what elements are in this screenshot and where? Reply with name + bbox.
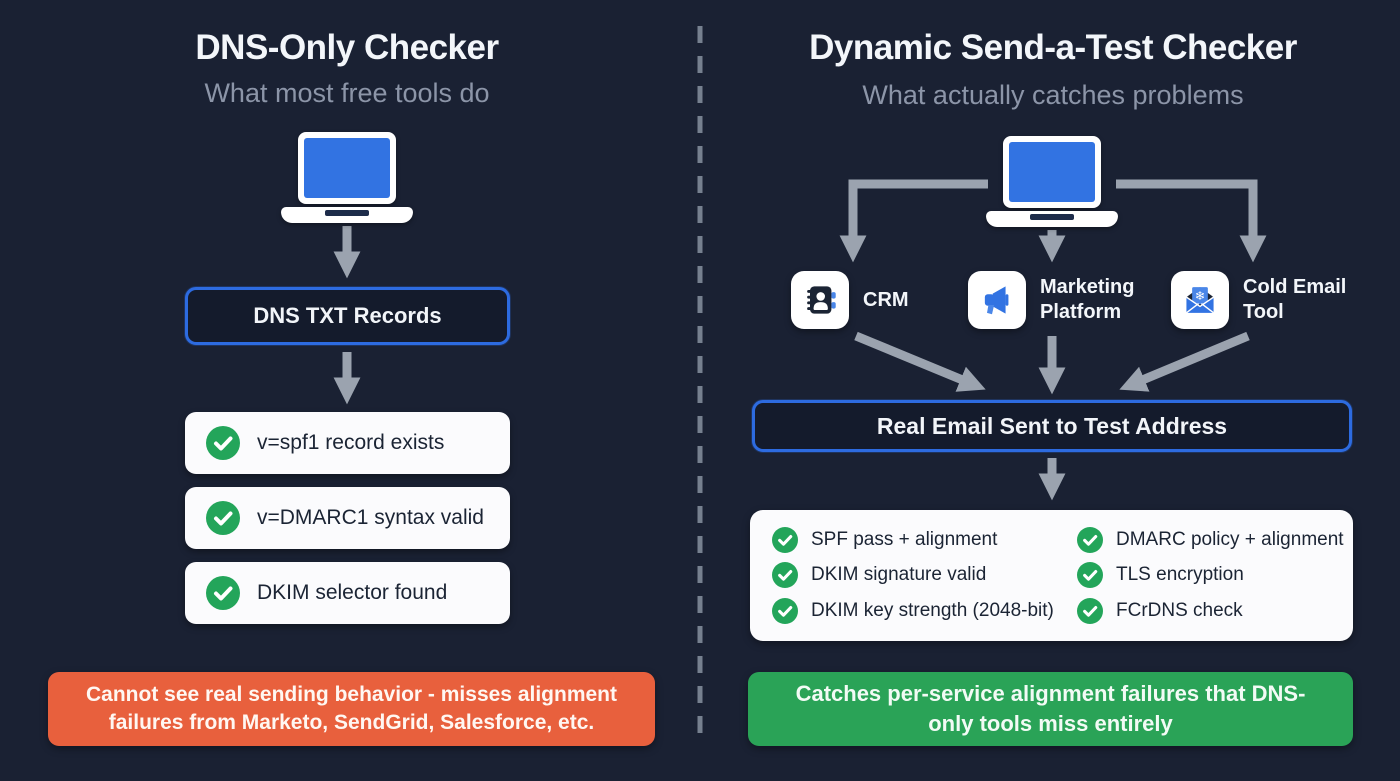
- left-column-subtitle: What most free tools do: [204, 78, 490, 108]
- left-warning-text: Cannot see real sending behavior - misse…: [86, 682, 617, 734]
- service-marketing-platform: Marketing Platform: [968, 271, 1152, 329]
- check-circle-icon: [772, 598, 798, 625]
- check-card-dkim: DKIM selector found: [185, 562, 510, 624]
- address-book-icon: [791, 271, 849, 329]
- check-card-spf: v=spf1 record exists: [185, 412, 510, 474]
- dns-txt-records-box: DNS TXT Records: [185, 287, 510, 345]
- result-item: DMARC policy + alignment: [1077, 522, 1344, 558]
- left-column-title: DNS-Only Checker: [195, 28, 499, 67]
- result-label: DMARC policy + alignment: [1116, 528, 1344, 550]
- service-cold-email-tool: ❄ Cold Email Tool: [1171, 271, 1355, 329]
- check-circle-icon: [1077, 598, 1103, 625]
- arrow-laptop-to-crm: [839, 179, 988, 263]
- megaphone-icon: [968, 271, 1026, 329]
- real-email-test-label: Real Email Sent to Test Address: [876, 412, 1228, 439]
- result-label: DKIM signature valid: [811, 564, 987, 586]
- check-circle-icon: [206, 501, 240, 535]
- arrow-laptop-to-coldemail: [1116, 179, 1267, 263]
- result-item: DKIM signature valid: [772, 558, 1077, 594]
- real-email-test-box: Real Email Sent to Test Address: [752, 400, 1352, 452]
- right-column-subtitle: What actually catches problems: [862, 80, 1244, 110]
- service-crm: CRM: [791, 271, 909, 329]
- arrow-coldemail-to-testbox: [1119, 331, 1250, 392]
- left-warning-callout: Cannot see real sending behavior - misse…: [48, 672, 655, 746]
- result-label: FCrDNS check: [1116, 600, 1243, 622]
- check-circle-icon: [1077, 562, 1103, 589]
- result-label: TLS encryption: [1116, 564, 1244, 586]
- check-card-label: DKIM selector found: [257, 581, 448, 604]
- result-item: DKIM key strength (2048-bit): [772, 593, 1077, 629]
- service-label: Marketing Platform: [1040, 276, 1135, 323]
- check-card-label: v=spf1 record exists: [257, 431, 445, 454]
- laptop-icon: [281, 132, 413, 223]
- cold-email-icon: ❄: [1171, 271, 1229, 329]
- check-circle-icon: [772, 562, 798, 589]
- result-label: DKIM key strength (2048-bit): [811, 600, 1054, 622]
- result-item: SPF pass + alignment: [772, 522, 1077, 558]
- arrow-crm-to-testbox: [854, 331, 986, 392]
- check-circle-icon: [772, 526, 798, 553]
- right-success-text: Catches per-service alignment failures t…: [795, 681, 1306, 736]
- service-label: CRM: [863, 288, 909, 311]
- result-label: SPF pass + alignment: [811, 528, 998, 550]
- check-circle-icon: [1077, 526, 1103, 553]
- check-circle-icon: [206, 576, 240, 610]
- svg-text:❄: ❄: [1195, 289, 1205, 303]
- check-card-dmarc: v=DMARC1 syntax valid: [185, 487, 510, 549]
- check-card-label: v=DMARC1 syntax valid: [257, 506, 484, 529]
- result-item: TLS encryption: [1077, 558, 1344, 594]
- result-item: FCrDNS check: [1077, 593, 1344, 629]
- service-label: Cold Email Tool: [1243, 276, 1347, 323]
- laptop-icon: [986, 136, 1118, 227]
- right-success-callout: Catches per-service alignment failures t…: [748, 672, 1353, 746]
- check-circle-icon: [206, 426, 240, 460]
- right-column-title: Dynamic Send-a-Test Checker: [809, 28, 1297, 67]
- dns-txt-records-label: DNS TXT Records: [253, 303, 442, 328]
- results-panel: SPF pass + alignment DMARC policy + alig…: [750, 510, 1353, 641]
